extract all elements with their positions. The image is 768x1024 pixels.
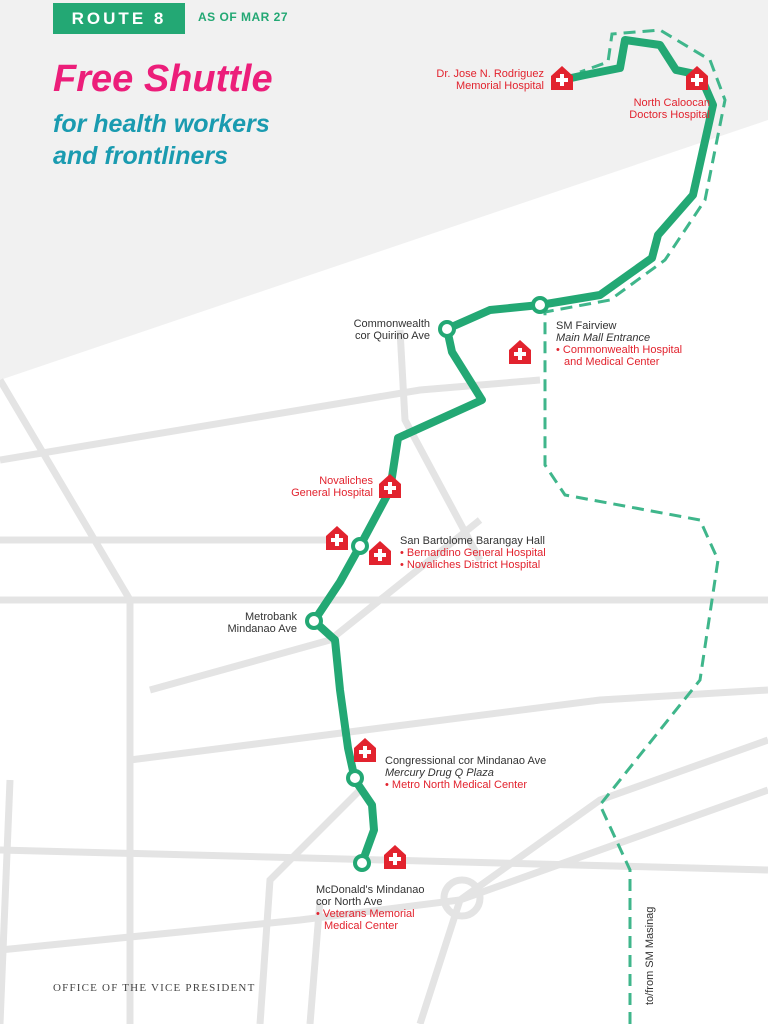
dashed-route	[543, 28, 727, 1024]
stop-commonwealth[interactable]	[438, 320, 456, 338]
hospital-name: • Novaliches District Hospital	[400, 559, 541, 571]
stop-name: Commonwealth	[353, 318, 430, 330]
route-badge: ROUTE 8	[53, 3, 185, 34]
stop-name: cor North Ave	[316, 896, 383, 908]
stop-congressional[interactable]	[346, 769, 364, 787]
stop-metrobank[interactable]	[305, 612, 323, 630]
stop-name: McDonald's Mindanao	[316, 884, 425, 896]
stop-mcdonalds[interactable]	[353, 854, 371, 872]
stop-name: Metrobank	[245, 611, 297, 623]
stop-san-bartolome[interactable]	[351, 537, 369, 555]
hospital-name: Novaliches	[319, 475, 373, 487]
subtitle-line2: and frontliners	[53, 142, 229, 170]
hospital-name: Medical Center	[324, 920, 398, 932]
stop-detail: Mercury Drug Q Plaza	[385, 767, 494, 779]
hospital-name: • Veterans Memorial	[316, 908, 415, 920]
dashed-route-label: to/from SM Masinag	[644, 906, 656, 1005]
hospital-name: Doctors Hospital	[629, 109, 710, 121]
subtitle-line1: for health workers	[53, 110, 270, 138]
stop-name: Mindanao Ave	[227, 623, 297, 635]
stop-name: Congressional cor Mindanao Ave	[385, 755, 547, 767]
stop-fairview[interactable]	[531, 296, 549, 314]
hospital-name: Dr. Jose N. Rodriguez	[436, 68, 544, 80]
hospital-name: General Hospital	[291, 487, 373, 499]
hospital-name: • Metro North Medical Center	[385, 779, 528, 791]
as-of-date: AS OF MAR 27	[198, 10, 289, 24]
stop-markers	[305, 296, 549, 872]
stop-name: San Bartolome Barangay Hall	[400, 535, 545, 547]
stop-name: cor Quirino Ave	[354, 330, 430, 342]
hospital-name: • Bernardino General Hospital	[400, 547, 546, 559]
stop-detail: Main Mall Entrance	[556, 332, 651, 344]
label-san-bartolome: San Bartolome Barangay Hall• Bernardino …	[400, 535, 546, 571]
hospital-name: Memorial Hospital	[455, 80, 544, 92]
footer: OFFICE OF THE VICE PRESIDENT	[53, 982, 256, 994]
background-roads	[0, 329, 768, 1024]
header-shade	[0, 0, 768, 380]
hospital-name: North Caloocan	[633, 97, 710, 109]
hospital-name: and Medical Center	[564, 356, 660, 368]
page-title: Free Shuttle	[53, 58, 273, 100]
hospital-name: • Commonwealth Hospital	[556, 344, 683, 356]
stop-name: SM Fairview	[556, 320, 617, 332]
